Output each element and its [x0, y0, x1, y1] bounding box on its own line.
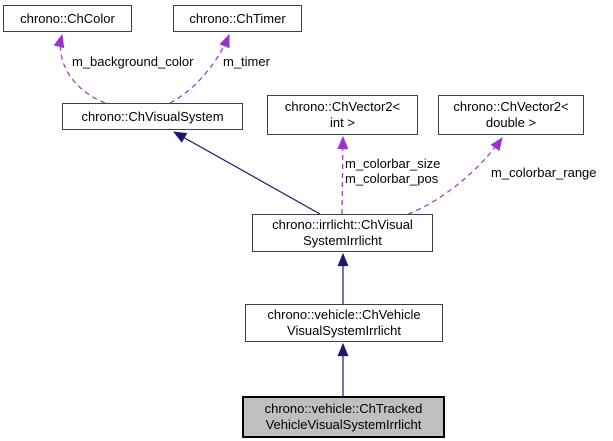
node-chvehiclevisualsystemirrlicht-label-line1: chrono::vehicle::ChVehicle — [267, 307, 421, 322]
node-chtrackedvehiclevisualsystemirrlicht-label-line1: chrono::vehicle::ChTracked — [264, 401, 423, 416]
node-chvehiclevisualsystemirrlicht-label-line2: VisualSystemIrrlicht — [287, 323, 401, 338]
edge-usage-m-background-color — [53, 33, 106, 104]
node-chcolor[interactable]: chrono::ChColor — [3, 5, 132, 32]
edge-usage-m-timer — [169, 33, 230, 104]
edge-label-m-background-color: m_background_color — [72, 54, 194, 69]
node-chvector2-int-label-line1: chrono::ChVector2< — [284, 99, 401, 114]
edge-inheritance-irrlicht-to-visualsystem — [173, 131, 321, 215]
node-chvector2-double-label-line1: chrono::ChVector2< — [453, 99, 569, 114]
edge-label-m-colorbar-size-pos: m_colorbar_size m_colorbar_pos — [345, 156, 441, 186]
edge-usage-m-colorbar-range — [407, 137, 503, 215]
edge-label-m-timer: m_timer — [223, 54, 270, 69]
node-chvector2-double[interactable]: chrono::ChVector2< double > — [438, 95, 584, 135]
node-chtrackedvehiclevisualsystemirrlicht-label-line2: VehicleVisualSystemIrrlicht — [265, 417, 422, 432]
node-chvisualsystem-label: chrono::ChVisualSystem — [81, 108, 224, 124]
node-chvisualsystemirrlicht-label-line2: SystemIrrlicht — [303, 233, 382, 248]
node-chtimer-label: chrono::ChTimer — [189, 10, 286, 26]
node-chvector2-double-label-line2: double > — [485, 115, 537, 130]
node-chvisualsystemirrlicht-label-line1: chrono::irrlicht::ChVisual — [272, 217, 413, 232]
node-chvehiclevisualsystemirrlicht[interactable]: chrono::vehicle::ChVehicle VisualSystemI… — [245, 304, 443, 342]
node-chcolor-label: chrono::ChColor — [20, 10, 115, 26]
node-chvisualsystem[interactable]: chrono::ChVisualSystem — [62, 103, 243, 130]
node-chvector2-int-label-line2: int > — [330, 115, 355, 130]
node-chvector2-int[interactable]: chrono::ChVector2< int > — [267, 95, 418, 135]
edge-label-m-colorbar-range: m_colorbar_range — [491, 165, 597, 180]
node-chtrackedvehiclevisualsystemirrlicht: chrono::vehicle::ChTracked VehicleVisual… — [242, 396, 445, 438]
node-chvisualsystemirrlicht[interactable]: chrono::irrlicht::ChVisual SystemIrrlich… — [252, 214, 433, 252]
edge-usage-m-colorbar-size-pos — [337, 135, 349, 215]
node-chtimer[interactable]: chrono::ChTimer — [173, 5, 302, 32]
